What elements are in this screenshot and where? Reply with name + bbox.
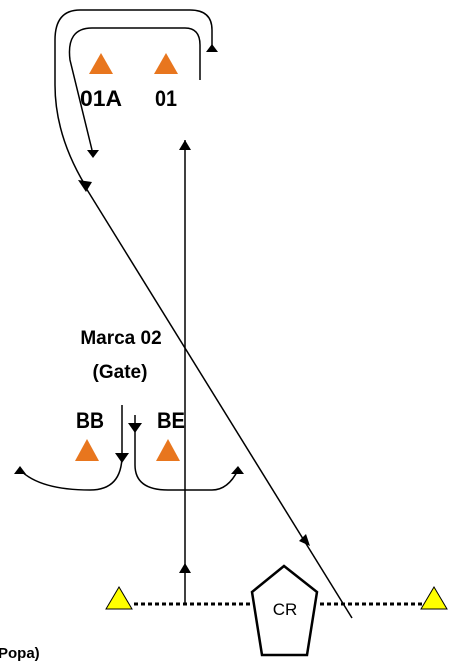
arrow-up-icon — [179, 563, 191, 573]
gate-left-approach — [19, 405, 123, 491]
arrow-down-icon — [115, 453, 129, 463]
committee-boat-label: CR — [273, 600, 298, 619]
gate-subtitle: (Gate) — [93, 362, 148, 383]
arrow-down-icon — [78, 180, 92, 192]
course-loop-inner — [68, 27, 201, 151]
mark-bb-label: BB — [76, 408, 104, 433]
arrow-up-icon — [179, 140, 191, 150]
arrow-down-icon — [299, 534, 310, 546]
mark-be-label: BE — [157, 408, 185, 433]
gate-right-approach — [134, 415, 239, 491]
arrow-left-icon — [14, 466, 26, 474]
start-pin-buoy-right — [420, 586, 448, 610]
committee-boat — [250, 564, 319, 657]
mark-01a-buoy — [89, 53, 113, 74]
gate-title: Marca 02 — [80, 328, 161, 349]
footer-note: Popa) — [0, 645, 40, 661]
mark-01a-label: 01A — [80, 86, 122, 111]
mark-01-label: 01 — [155, 86, 177, 111]
course-loop-outer — [54, 9, 213, 186]
arrow-right-icon — [231, 466, 244, 474]
course-diagonal-leg — [85, 187, 353, 619]
mark-be-buoy — [156, 439, 180, 461]
mark-01-buoy — [154, 53, 178, 74]
mark-bb-buoy — [75, 439, 99, 461]
arrow-down-icon — [87, 150, 99, 158]
start-pin-buoy — [105, 586, 133, 610]
arrow-up-icon — [206, 44, 218, 52]
arrow-down-icon — [128, 423, 142, 433]
